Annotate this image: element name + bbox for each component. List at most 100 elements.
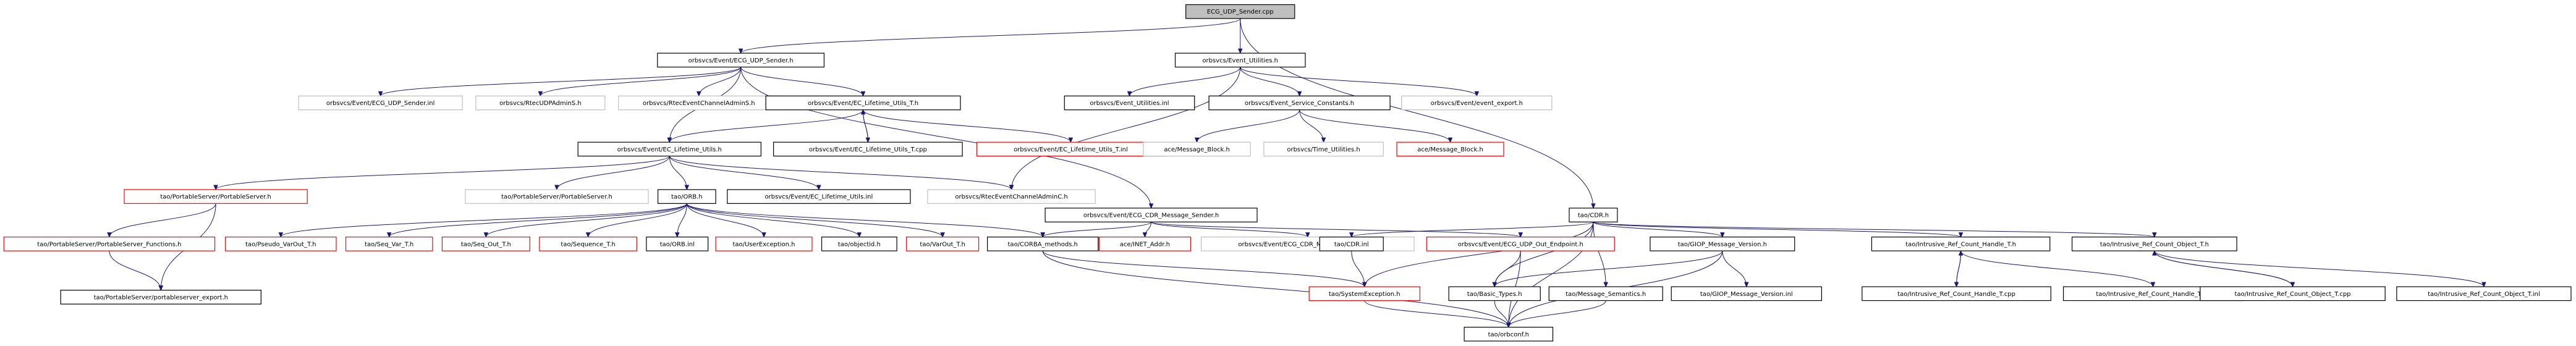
node-seq-out[interactable]: tao/Seq_Out_T.h (441, 236, 530, 251)
node-box (124, 189, 308, 204)
node-sequence-t[interactable]: tao/Sequence_T.h (539, 236, 637, 251)
node-event-export[interactable]: orbsvcs/Event/event_export.h (1401, 95, 1553, 111)
arrowhead-utilities_h-to-service_constants (1297, 91, 1302, 97)
node-objectid[interactable]: tao/objectid.h (821, 236, 897, 251)
arrowhead-cdr_h-to-object_t_h (2152, 232, 2157, 238)
edge-lifetime_utils_h-to-orb_h (669, 156, 687, 190)
node-service-constants[interactable]: orbsvcs/Event_Service_Constants.h (1208, 95, 1391, 111)
node-lifetime-utils-t-cpp[interactable]: orbsvcs/Event/EC_Lifetime_Utils_T.cpp (773, 141, 963, 157)
node-sender-h[interactable]: orbsvcs/Event/ECG_UDP_Sender.h (657, 53, 825, 68)
node-system-exception[interactable]: tao/SystemException.h (1308, 286, 1421, 302)
node-rtec-udp[interactable]: orbsvcs/RtecUDPAdminS.h (475, 95, 606, 111)
node-utilities-h[interactable]: orbsvcs/Event_Utilities.h (1174, 53, 1306, 68)
node-label: orbsvcs/Event_Utilities.h (1202, 57, 1278, 64)
edge-handle_t_h-to-handle_t_inl (1960, 250, 2154, 287)
node-box (657, 53, 825, 68)
node-cdr-msg-sender[interactable]: orbsvcs/Event/ECG_CDR_Message_Sender.h (1044, 208, 1258, 222)
node-box (225, 236, 337, 251)
node-basic-types[interactable]: tao/Basic_Types.h (1448, 286, 1541, 302)
node-box (821, 236, 897, 251)
nodes: ECG_UDP_Sender.cpp orbsvcs/Event/ECG_UDP_… (3, 4, 2572, 342)
node-object-t-inl[interactable]: tao/Intrusive_Ref_Count_Object_T.inl (2396, 286, 2572, 302)
edge-message_semantics-to-orbconf (1508, 300, 1606, 327)
node-label: tao/Intrusive_Ref_Count_Object_T.h (2100, 241, 2209, 248)
node-time-utilities[interactable]: orbsvcs/Time_Utilities.h (1263, 141, 1384, 157)
node-handle-t-h[interactable]: tao/Intrusive_Ref_Count_Handle_T.h (1871, 236, 2051, 251)
arrowhead-service_constants-to-time_utilities (1321, 137, 1326, 143)
node-user-exception[interactable]: tao/UserException.h (715, 236, 813, 251)
node-box (1548, 286, 1663, 302)
node-corba-methods[interactable]: tao/CORBA_methods.h (987, 236, 1099, 251)
node-ps-export[interactable]: tao/PortableServer/portableserver_export… (60, 290, 261, 305)
node-giop-version-inl[interactable]: tao/GIOP_Message_Version.inl (1671, 286, 1822, 302)
arrowhead-orb_h-to-pseudo_var_out (278, 232, 284, 238)
node-box (345, 236, 433, 251)
node-object-t-cpp[interactable]: tao/Intrusive_Ref_Count_Object_T.cpp (2200, 286, 2386, 302)
node-orb-inl[interactable]: tao/ORB.inl (646, 236, 709, 251)
node-label: tao/Pseudo_VarOut_T.h (245, 241, 316, 248)
node-message-semantics[interactable]: tao/Message_Semantics.h (1548, 286, 1663, 302)
node-cdr-h[interactable]: tao/CDR.h (1569, 208, 1618, 222)
node-rtec-ecadminc[interactable]: orbsvcs/RtecEventChannelAdminC.h (927, 189, 1096, 204)
node-out-endpoint[interactable]: orbsvcs/Event/ECG_UDP_Out_Endpoint.h (1426, 236, 1615, 251)
node-portable-server-h[interactable]: tao/PortableServer/PortableServer.h (124, 189, 308, 204)
node-inet-addr[interactable]: ace/INET_Addr.h (1098, 236, 1192, 251)
node-utilities-inl[interactable]: orbsvcs/Event_Utilities.inl (1064, 95, 1195, 111)
node-seq-var[interactable]: tao/Seq_Var_T.h (345, 236, 433, 251)
edge-cdr_h-to-message_semantics (1593, 222, 1606, 287)
node-lifetime-utils-h[interactable]: orbsvcs/Event/EC_Lifetime_Utils.h (577, 141, 761, 157)
arrowhead-lifetime_utils_h-to-portable_server_h (213, 185, 218, 191)
node-orb-h[interactable]: tao/ORB.h (657, 189, 716, 204)
arrowhead-portable_server_h-to-ps_functions (107, 232, 112, 238)
edge-cdr_h-to-basic_types (1494, 222, 1594, 287)
edge-object_t_h-to-object_t_inl (2154, 250, 2485, 287)
node-label: tao/Intrusive_Ref_Count_Handle_T.cpp (1897, 291, 2015, 298)
node-lifetime-utils-inl[interactable]: orbsvcs/Event/EC_Lifetime_Utils.inl (727, 189, 911, 204)
arrowhead-utilities_h-to-utilities_inl (1127, 91, 1132, 97)
edge-cdr_msg_sender-to-corba_methods (1042, 221, 1152, 238)
node-cdr-inl[interactable]: tao/CDR.inl (1319, 236, 1384, 251)
arrowhead-cdr_inl-to-system_exception (1362, 282, 1367, 288)
edge-service_constants-to-ace_mb_h (1197, 109, 1300, 143)
edge-cdr_msg_sender-to-cdr_msg_sender_inl (1151, 221, 1308, 238)
edge-system_exception-to-orbconf (1364, 300, 1509, 327)
node-ps-functions[interactable]: tao/PortableServer/PortableServer_Functi… (3, 236, 216, 251)
node-box (1174, 53, 1306, 68)
node-box (1185, 4, 1295, 19)
node-box (60, 290, 261, 305)
node-pseudo-var-out[interactable]: tao/Pseudo_VarOut_T.h (225, 236, 337, 251)
node-box (1569, 208, 1618, 222)
arrowhead-orb_h-to-user_exception (761, 232, 766, 238)
node-ace-mb-h[interactable]: ace/Message_Block.h (1143, 141, 1251, 157)
node-lifetime-utils-t-inl[interactable]: orbsvcs/Event/EC_Lifetime_Utils_T.inl (976, 141, 1165, 157)
node-handle-t-cpp[interactable]: tao/Intrusive_Ref_Count_Handle_T.cpp (1862, 286, 2051, 302)
node-sender-inl[interactable]: orbsvcs/Event/ECG_UDP_Sender.inl (298, 95, 463, 111)
node-var-out[interactable]: tao/VarOut_T.h (906, 236, 980, 251)
node-label: orbsvcs/Event_Service_Constants.h (1245, 100, 1354, 107)
edge-orb_h-to-user_exception (686, 203, 765, 237)
edge-root-to-cdr_h (1240, 18, 1594, 208)
node-ace-mb-h2[interactable]: ace/Message_Block.h (1396, 141, 1504, 157)
edge-utilities_h-to-event_export (1240, 67, 1477, 96)
node-rtec-ecadmins[interactable]: orbsvcs/RtecEventChannelAdminS.h (618, 95, 780, 111)
node-box (2396, 286, 2572, 302)
node-label: orbsvcs/Time_Utilities.h (1287, 146, 1360, 153)
node-orbconf[interactable]: tao/orbconf.h (1464, 326, 1554, 342)
node-box (298, 95, 463, 111)
node-object-t-h[interactable]: tao/Intrusive_Ref_Count_Object_T.h (2072, 236, 2237, 251)
node-box (3, 236, 216, 251)
node-giop-version[interactable]: tao/GIOP_Message_Version.h (1650, 236, 1795, 251)
node-box (1308, 286, 1421, 302)
node-box (927, 189, 1096, 204)
node-lifetime-utils-t-h[interactable]: orbsvcs/Event/EC_Lifetime_Utils_T.h (765, 95, 961, 111)
node-box (2200, 286, 2386, 302)
node-label: tao/ORB.inl (660, 241, 695, 248)
edge-service_constants-to-ace_mb_h2 (1299, 109, 1451, 143)
node-portable-server-h2[interactable]: tao/PortableServer/PortableServer.h (465, 189, 649, 204)
node-box (1263, 141, 1384, 157)
node-root[interactable]: ECG_UDP_Sender.cpp (1185, 4, 1295, 19)
edge-utilities_h-to-rtec_ecadminc (1011, 67, 1241, 190)
arrowhead-orb_h-to-objectid (857, 232, 862, 238)
arrowhead-service_constants-to-ace_mb_h (1194, 137, 1200, 143)
edge-cdr_msg_sender-to-out_endpoint (1151, 221, 1521, 238)
